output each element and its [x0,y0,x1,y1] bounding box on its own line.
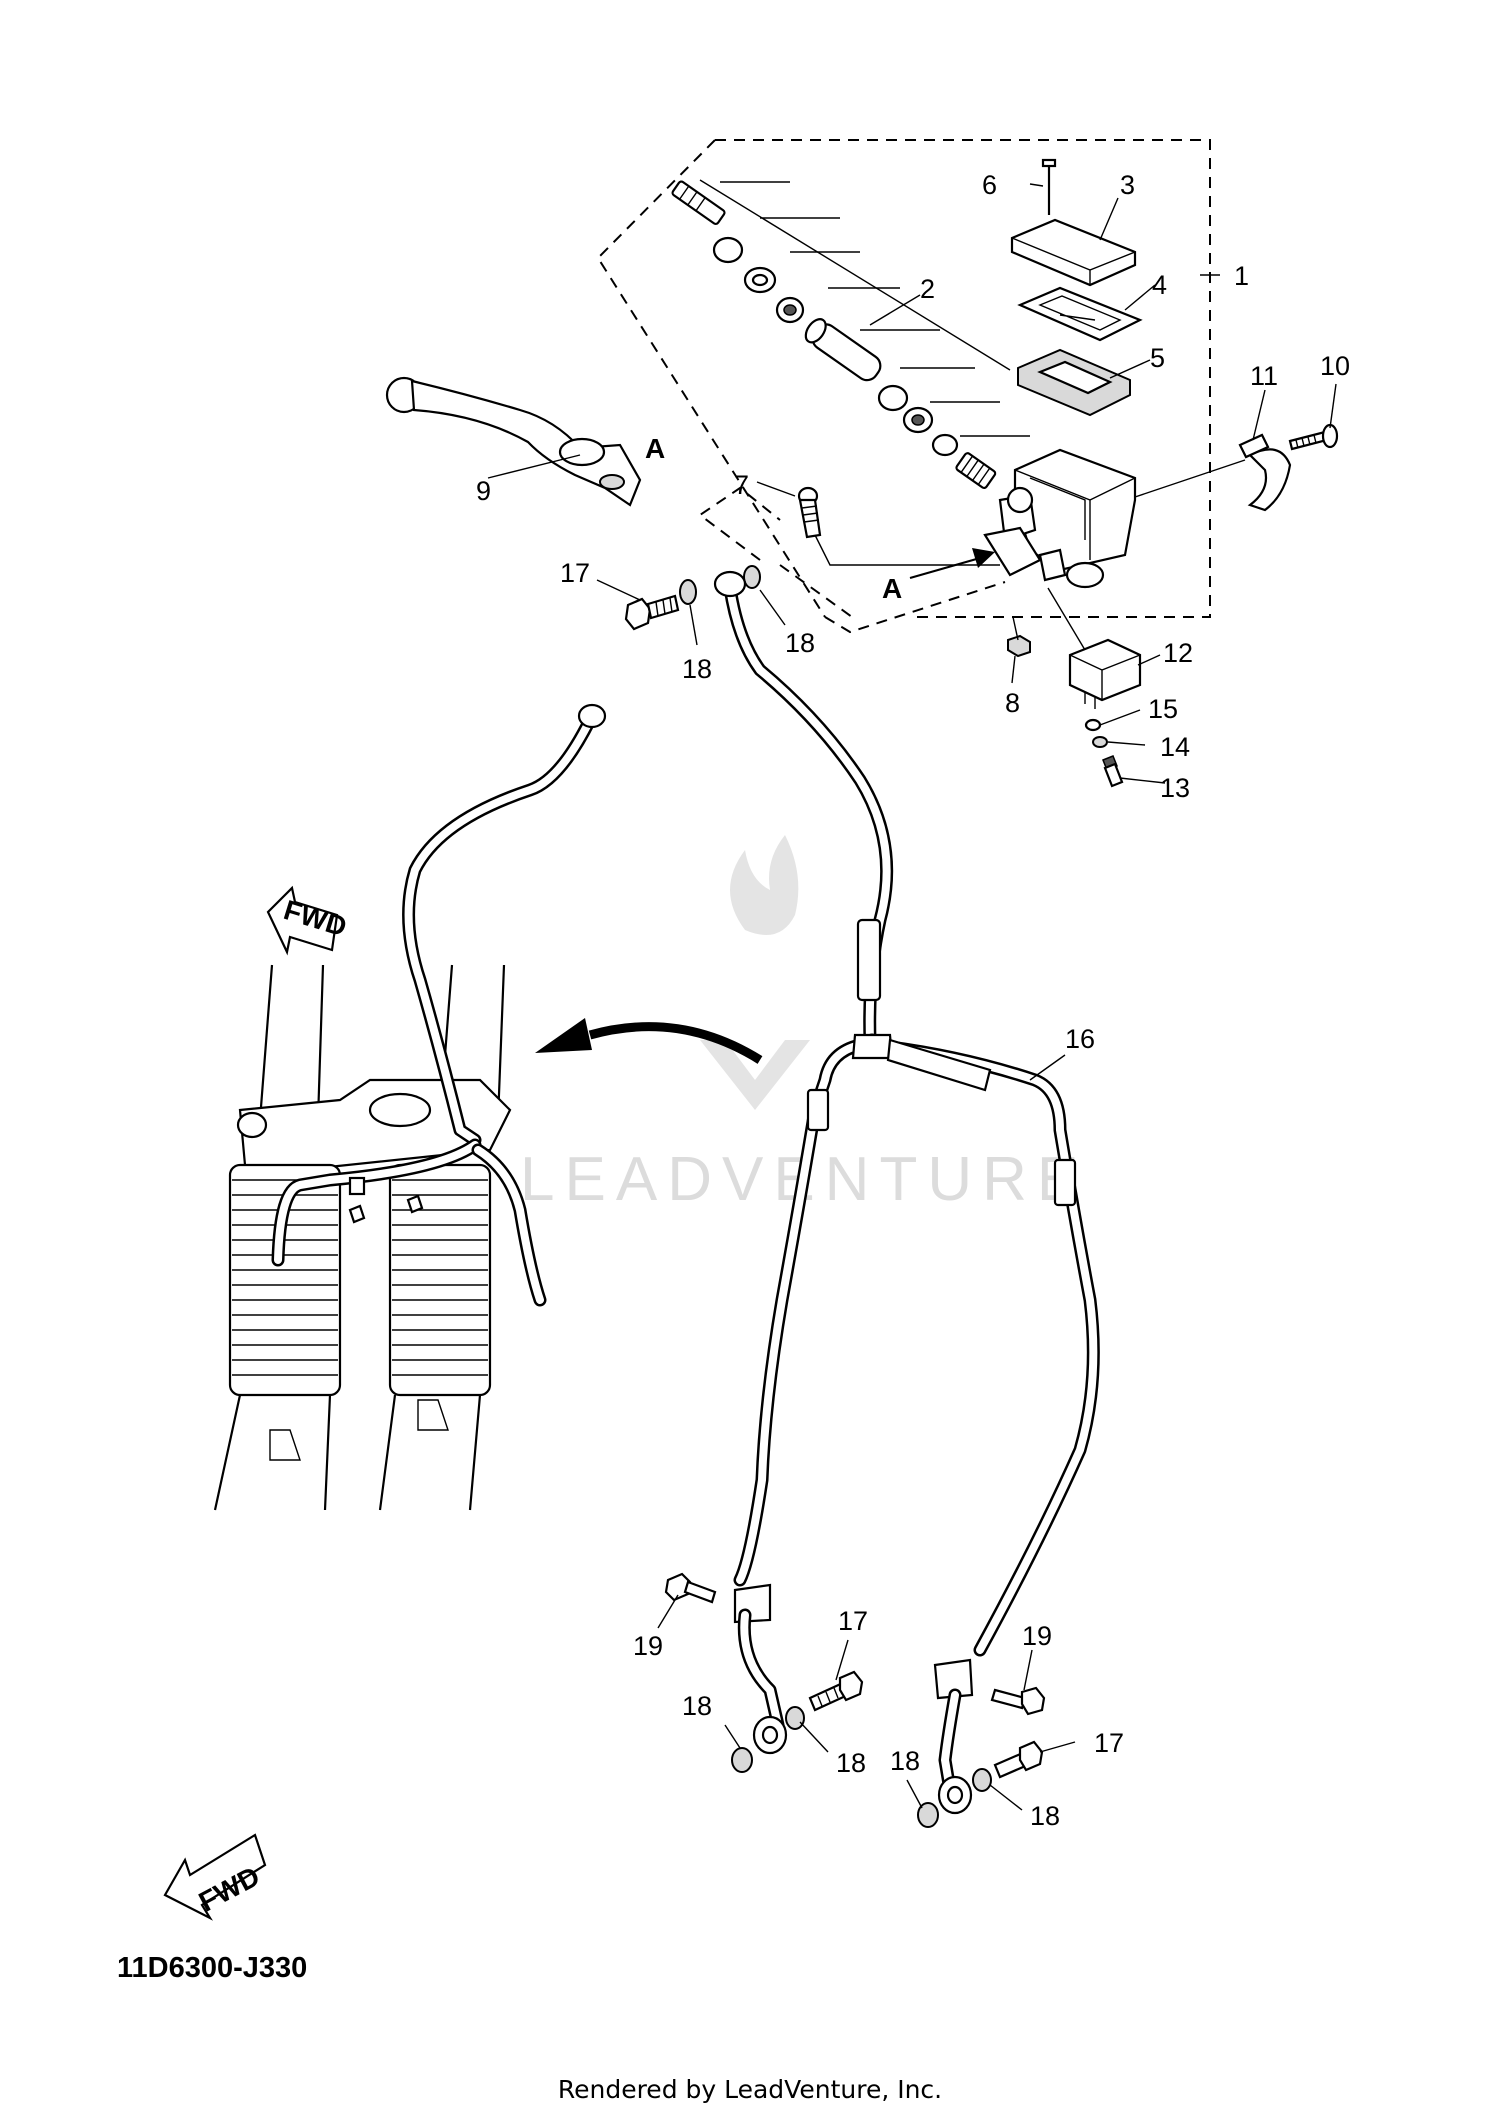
washer-lower-left-a [731,1747,753,1773]
washer-lower-right-a [917,1802,939,1828]
callout-7: 7 [734,470,749,500]
callout-17-upper: 17 [560,558,590,588]
callout-18-lower-left-a: 18 [682,1691,712,1721]
switch-screw [1102,755,1124,788]
callout-1: 1 [1234,261,1249,291]
diaphragm-plate [1017,286,1143,342]
washer-15 [1084,718,1102,732]
brake-hose-splitter [733,1033,1100,1657]
reservoir-cap [1010,218,1137,287]
callout-11: 11 [1250,361,1278,391]
callout-18-lower-right-a: 18 [890,1746,920,1776]
callout-15: 15 [1148,694,1178,724]
callout-16: 16 [1065,1024,1095,1054]
callout-14: 14 [1160,732,1190,762]
washer-upper-right [743,565,761,589]
handlebar-holder [1238,433,1292,512]
ref-mark-a-lever: A [645,433,665,464]
diagram-code: 11D6300-J330 [117,1952,308,1984]
brake-lever [385,376,642,507]
leader-lines [487,183,1337,1811]
upper-union-bolt [624,594,680,631]
reference-a-arrow [909,548,995,580]
lower-left-union-bolt [808,1670,864,1712]
lower-right-clamp-bolt [990,1686,1046,1716]
callout-18-upper-right: 18 [785,628,815,658]
lower-right-union-bolt [993,1740,1044,1779]
holder-bolt [1288,423,1339,451]
callout-17-lower-left: 17 [838,1606,868,1636]
footer-credit: Rendered by LeadVenture, Inc. [557,2075,943,2104]
pivot-bolt [797,486,1000,566]
fork-fwd-arrow: FWD [266,885,350,956]
callout-12: 12 [1163,638,1193,668]
callout-4: 4 [1152,270,1167,300]
lower-left-banjo [733,1583,788,1755]
washer-upper-left [679,579,697,605]
callout-19-right: 19 [1022,1621,1052,1651]
callout-18-lower-right-b: 18 [1030,1801,1060,1831]
callout-18-upper-left: 18 [682,654,712,684]
callout-19-left: 19 [633,1631,663,1661]
pivot-nut [1007,634,1031,658]
front-fork-overview [213,703,607,1511]
washer-lower-right-b [972,1768,992,1792]
piston-kit [671,179,1030,490]
callout-8: 8 [1005,688,1020,718]
callout-2: 2 [920,274,935,304]
brake-light-switch [1047,587,1142,709]
cap-screw [1041,158,1057,215]
transfer-arrow [535,1018,763,1064]
callout-6: 6 [982,170,997,200]
corner-fwd-arrow: FWD [163,1833,267,1921]
lower-right-banjo [933,1658,974,1815]
washer-14 [1092,736,1108,748]
callout-labels: 1 2 3 4 5 6 7 8 9 10 11 12 13 14 15 16 1… [476,170,1350,1831]
washer-lower-left-b [785,1706,805,1730]
lower-left-clamp-bolt [664,1572,717,1604]
ref-mark-a-arrow: A [882,573,902,604]
callout-3: 3 [1120,170,1135,200]
holder-leader [1134,459,1246,498]
callout-9: 9 [476,476,491,506]
callout-5: 5 [1150,343,1165,373]
callout-17-lower-right: 17 [1094,1728,1124,1758]
callout-10: 10 [1320,351,1350,381]
master-cylinder-body [983,448,1137,589]
callout-13: 13 [1160,773,1190,803]
assembly-outline-lower [824,581,1006,634]
callout-18-lower-left-b: 18 [836,1748,866,1778]
